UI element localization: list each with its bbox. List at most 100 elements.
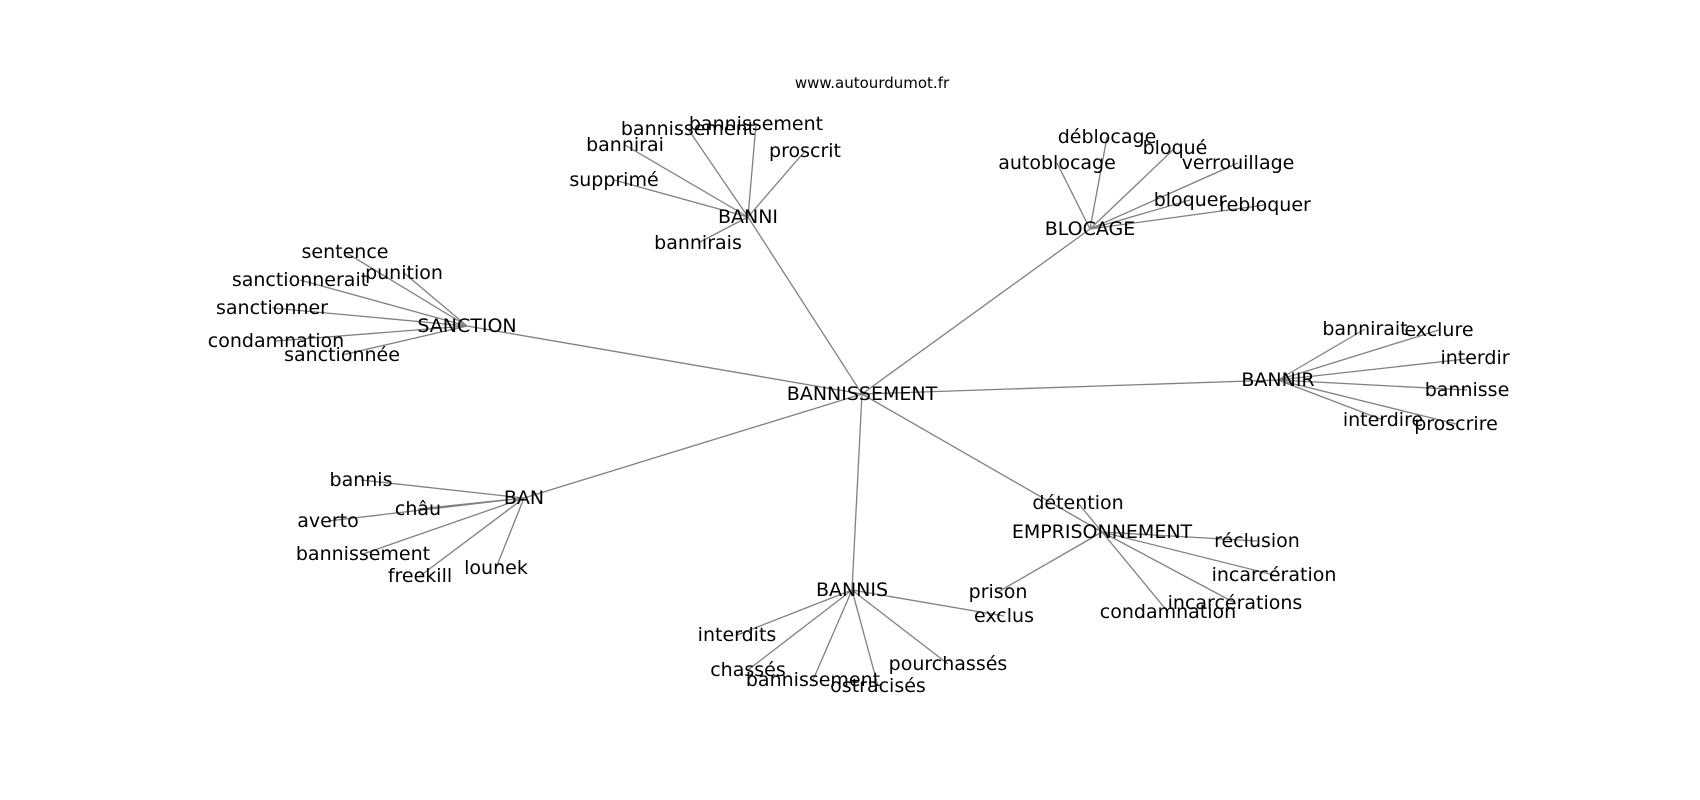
hub-node-blocage: BLOCAGE [1045, 218, 1136, 240]
edge-emprisonnement-to-detention [1077, 502, 1103, 533]
edge-banni-to-supprime [613, 179, 749, 218]
edge-blocage-to-bloquer [1089, 199, 1191, 230]
edge-bannir-to-exclure [1277, 329, 1440, 381]
edge-layer [271, 123, 1476, 687]
word-node-exclure: exclure [1404, 319, 1473, 341]
edge-root-to-sanction [466, 325, 863, 395]
word-node-condamnation: condamnation [1100, 601, 1236, 623]
edge-sanction-to-sanctionnerait [299, 279, 468, 327]
edge-banni-to-proscrit [747, 150, 806, 218]
word-node-chau: châu [395, 498, 441, 520]
word-node-bannirai: bannirai [586, 134, 664, 156]
edge-blocage-to-bloque [1089, 147, 1176, 230]
edge-ban-to-freekill [419, 497, 525, 577]
word-node-detention: détention [1032, 492, 1123, 514]
word-node-pourchasses: pourchassés [889, 653, 1008, 675]
edge-blocage-to-verrouillage [1089, 162, 1239, 230]
edge-emprisonnement-to-incarceration [1101, 531, 1275, 576]
edge-blocage-to-autoblocage [1056, 162, 1091, 230]
edge-root-to-emprisonnement [861, 393, 1103, 533]
edge-root-to-bannis [851, 393, 863, 591]
word-node-sanctionnerait: sanctionnerait [232, 269, 368, 291]
edge-banni-to-bannirai [624, 144, 749, 218]
edge-bannis-to-ostracises [851, 589, 879, 687]
word-node-bannissement: bannissement [746, 669, 880, 691]
edge-banni-to-bannissement [747, 123, 757, 218]
word-node-bannissement: bannissement [621, 118, 755, 140]
edge-sanction-to-sentence [344, 251, 468, 327]
edge-bannir-to-interdire [1277, 379, 1384, 421]
edge-emprisonnement-to-incarcerations [1101, 531, 1236, 604]
word-node-proscrit: proscrit [769, 140, 841, 162]
edge-root-to-blocage [861, 228, 1091, 395]
word-node-sanctionnee: sanctionnée [284, 344, 400, 366]
edge-bannis-to-interdits [736, 589, 853, 636]
edge-blocage-to-rebloquer [1089, 204, 1266, 230]
word-node-lounek: lounek [464, 557, 528, 579]
edge-bannis-to-bannissement [812, 589, 853, 681]
edge-bannis-to-pourchasses [851, 589, 949, 665]
edge-emprisonnement-to-condamnation [1101, 531, 1169, 613]
edge-bannir-to-proscrire [1277, 379, 1457, 425]
edge-sanction-to-sanctionner [271, 307, 468, 327]
edge-sanction-to-condamnation [275, 325, 468, 342]
word-node-bannisse: bannisse [1425, 379, 1510, 401]
edge-bannir-to-interdir [1277, 357, 1476, 381]
word-node-bannissement: bannissement [296, 543, 430, 565]
edge-emprisonnement-to-prison [997, 531, 1103, 593]
edge-root-to-bannir [861, 379, 1279, 395]
edge-bannis-to-chasses [747, 589, 853, 671]
hub-node-emprisonnement: EMPRISONNEMENT [1012, 521, 1193, 543]
word-node-bloquer: bloquer [1154, 189, 1227, 211]
edge-root-to-ban [523, 393, 863, 499]
word-node-deblocage: déblocage [1058, 126, 1157, 148]
edge-ban-to-averto [327, 497, 525, 522]
root-node: BANNISSEMENT [787, 383, 938, 405]
word-node-averto: averto [297, 510, 358, 532]
edge-banni-to-bannissement [687, 128, 749, 218]
word-node-bannirais: bannirais [654, 232, 742, 254]
word-node-interdir: interdir [1440, 347, 1509, 369]
word-node-interdire: interdire [1343, 409, 1423, 431]
hub-node-bannir: BANNIR [1241, 369, 1314, 391]
hub-node-sanction: SANCTION [417, 315, 516, 337]
edge-bannir-to-bannisse [1277, 379, 1468, 391]
edge-bannir-to-bannirait [1277, 328, 1366, 381]
word-node-bloque: bloqué [1143, 137, 1208, 159]
edge-ban-to-bannis [360, 479, 525, 499]
edge-bannis-to-exclus [851, 589, 1005, 617]
word-node-rebloquer: rebloquer [1219, 194, 1311, 216]
source-label: www.autourdumot.fr [795, 74, 950, 92]
hub-node-ban: BAN [504, 487, 544, 509]
hub-node-banni: BANNI [718, 206, 778, 228]
word-node-bannirait: bannirait [1322, 318, 1407, 340]
word-node-prison: prison [969, 581, 1028, 603]
edge-ban-to-bannissement [362, 497, 525, 555]
edge-ban-to-lounek [495, 497, 525, 569]
word-node-bannis: bannis [330, 469, 393, 491]
word-node-freekill: freekill [388, 565, 452, 587]
word-node-incarceration: incarcération [1212, 564, 1337, 586]
word-node-verrouillage: verrouillage [1182, 152, 1295, 174]
edge-emprisonnement-to-reclusion [1101, 531, 1258, 542]
word-node-condamnation: condamnation [208, 330, 344, 352]
hub-node-bannis: BANNIS [816, 579, 888, 601]
word-node-proscrire: proscrire [1414, 413, 1498, 435]
word-node-supprime: supprimé [569, 169, 658, 191]
word-node-punition: punition [365, 262, 443, 284]
word-node-ostracises: ostracisés [830, 675, 926, 697]
word-node-interdits: interdits [698, 624, 777, 646]
word-node-incarcerations: incarcérations [1168, 592, 1303, 614]
word-node-reclusion: réclusion [1214, 530, 1300, 552]
edge-sanction-to-sanctionnee [341, 325, 468, 356]
word-node-chasses: chassés [710, 659, 786, 681]
word-node-sanctionner: sanctionner [216, 297, 328, 319]
edge-blocage-to-deblocage [1089, 136, 1108, 230]
edge-root-to-banni [747, 216, 863, 395]
word-node-autoblocage: autoblocage [998, 152, 1116, 174]
word-node-exclus: exclus [974, 605, 1034, 627]
edge-sanction-to-punition [403, 272, 468, 327]
word-node-bannissement: bannissement [689, 113, 823, 135]
